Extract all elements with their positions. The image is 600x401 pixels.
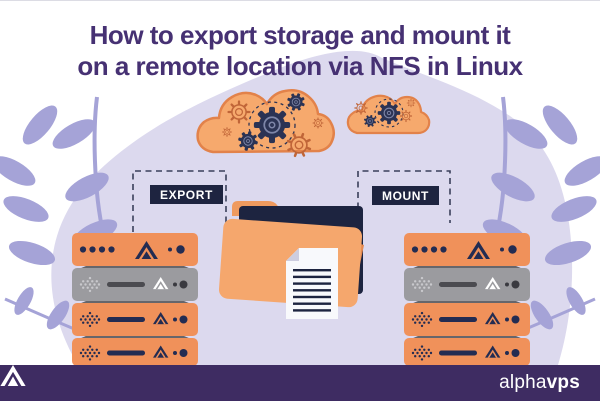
cloud-with-gears-icon-large <box>196 89 335 162</box>
page-title-line2: on a remote location via NFS in Linux <box>77 51 523 81</box>
page-title-line1: How to export storage and mount it <box>89 20 511 50</box>
export-label: EXPORT <box>150 185 223 204</box>
cloud-with-gears-icon-small <box>346 94 431 135</box>
mount-label: MOUNT <box>372 186 439 205</box>
brand-name: alphavps <box>499 372 580 394</box>
server-stack-right-icon <box>404 233 530 366</box>
page-title: How to export storage and mount it on a … <box>0 20 600 82</box>
text-document-icon <box>286 248 338 319</box>
server-stack-left-icon <box>72 233 198 366</box>
export-dashed-region <box>132 170 227 253</box>
brand-lockup: alphavps <box>0 365 580 394</box>
alphavps-triangle-logo-icon <box>0 365 26 386</box>
brand-name-bold: vps <box>546 372 580 393</box>
mount-label-text: MOUNT <box>382 188 429 203</box>
export-label-text: EXPORT <box>160 187 213 202</box>
footer-bar: alphavps <box>0 365 600 401</box>
brand-name-regular: alpha <box>499 372 547 393</box>
mount-dashed-region <box>357 170 451 223</box>
